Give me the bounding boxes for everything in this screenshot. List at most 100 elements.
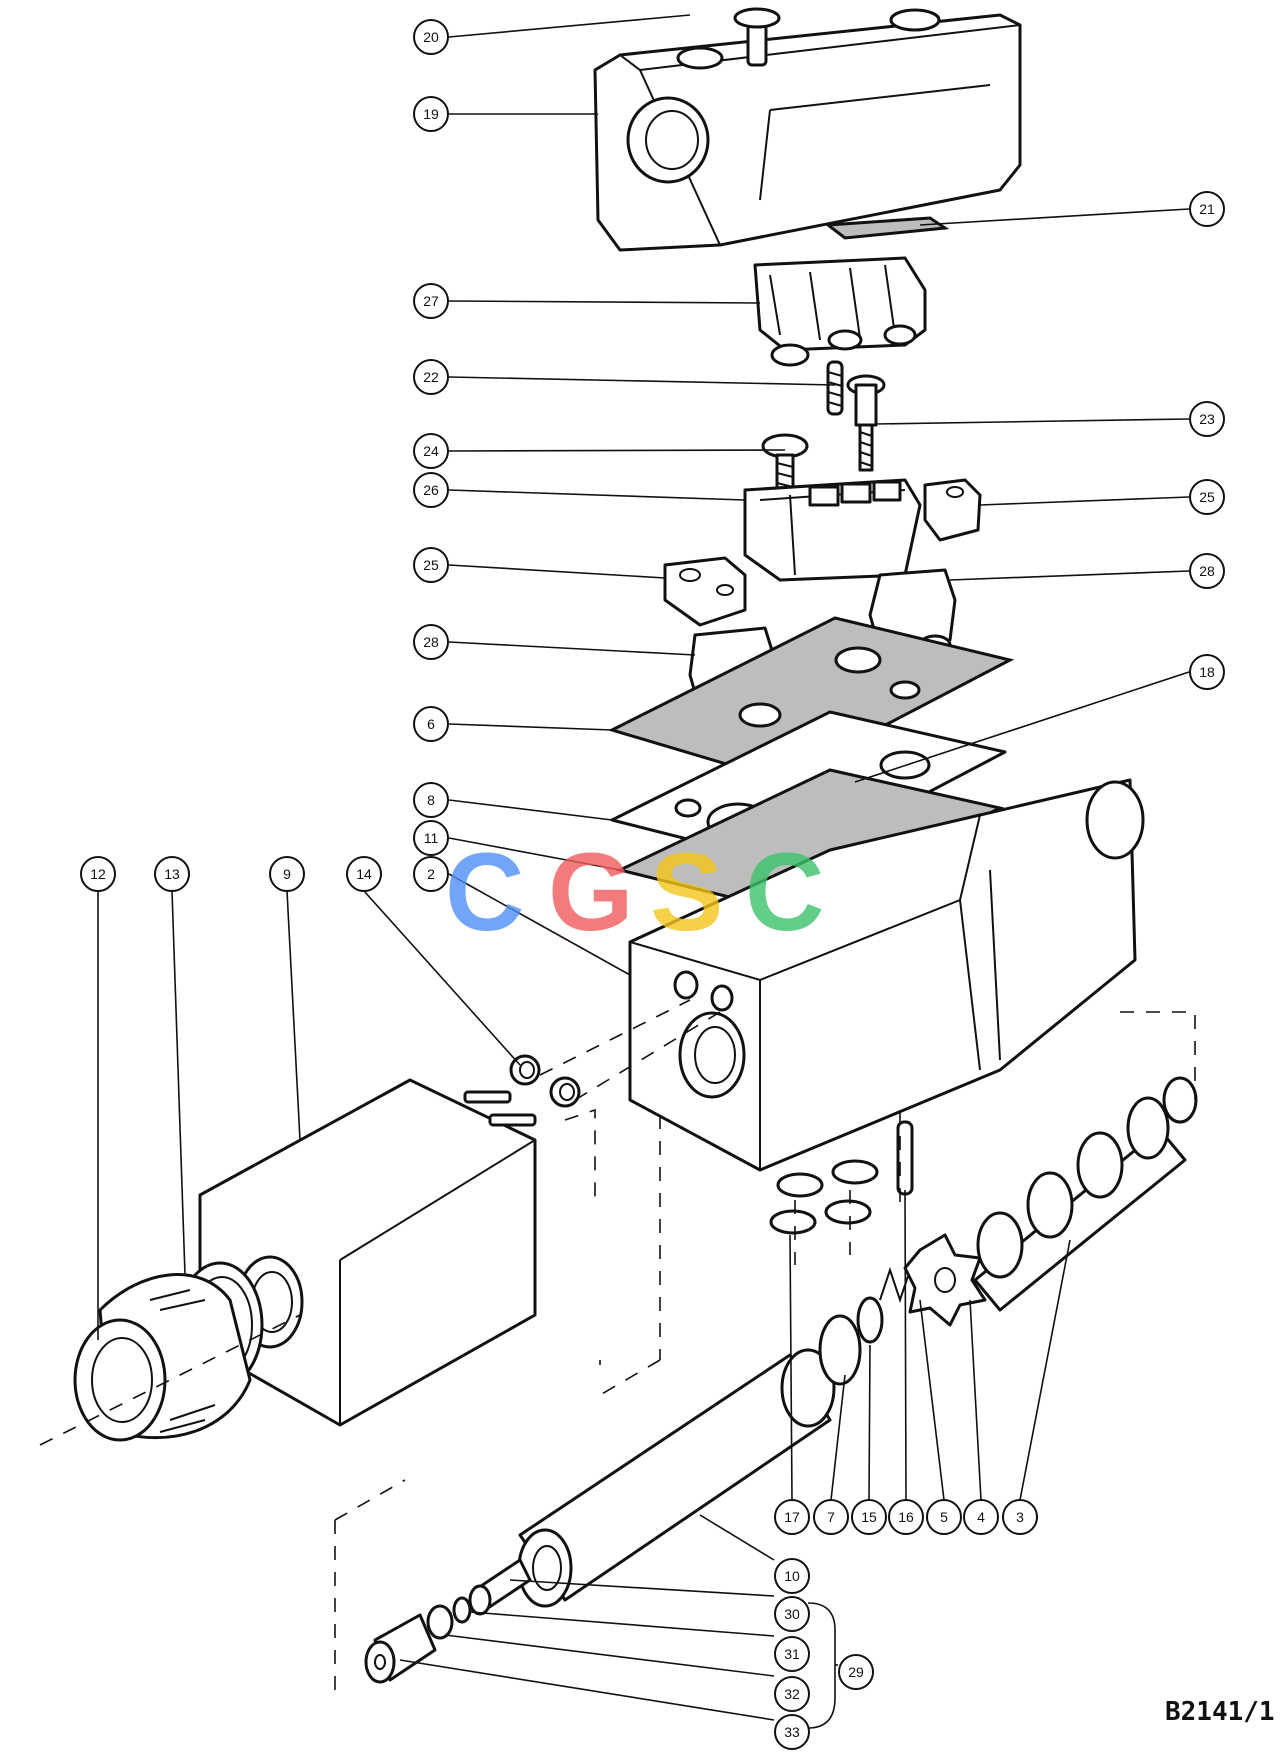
svg-text:12: 12: [90, 866, 106, 882]
part-solenoid-coil: [198, 1078, 537, 1427]
drawing-number: B2141/1: [1165, 1697, 1275, 1727]
callout-28-left: 28: [413, 624, 449, 660]
callout-20: 20: [413, 19, 449, 55]
svg-text:24: 24: [423, 443, 439, 459]
part-ring-15: [856, 1296, 884, 1344]
svg-text:25: 25: [423, 557, 439, 573]
part-stud-23: [846, 374, 886, 472]
callout-17: 17: [774, 1499, 810, 1535]
callout-4: 4: [963, 1499, 999, 1535]
svg-text:23: 23: [1199, 411, 1215, 427]
svg-text:4: 4: [977, 1509, 985, 1525]
watermark: C G S C: [445, 831, 824, 954]
svg-text:28: 28: [1199, 563, 1215, 579]
callout-5: 5: [926, 1499, 962, 1535]
watermark-letter-c2: C: [745, 831, 824, 954]
svg-text:20: 20: [423, 29, 439, 45]
svg-text:8: 8: [427, 792, 435, 808]
callout-30: 30: [774, 1596, 810, 1632]
part-clip-25-right: [923, 478, 982, 542]
callout-29: 29: [838, 1654, 874, 1690]
watermark-letter-c1: C: [445, 831, 524, 954]
leader-lines: [97, 14, 1190, 1729]
part-pilot-stem-30: [468, 1558, 532, 1616]
svg-text:11: 11: [424, 830, 439, 846]
callout-25-left: 25: [413, 547, 449, 583]
svg-text:31: 31: [784, 1646, 800, 1662]
watermark-letter-g: G: [548, 831, 634, 954]
svg-text:33: 33: [784, 1724, 800, 1740]
svg-text:25: 25: [1199, 489, 1215, 505]
callout-13: 13: [154, 856, 190, 892]
callout-15: 15: [851, 1499, 887, 1535]
callout-33: 33: [774, 1714, 810, 1750]
part-cover-housing: [593, 7, 1022, 252]
part-pin: [896, 1120, 914, 1196]
callout-12: 12: [80, 856, 116, 892]
part-ring-7: [818, 1314, 862, 1386]
callout-10: 10: [774, 1558, 810, 1594]
part-clip-25-left: [663, 556, 747, 627]
watermark-letter-s: S: [650, 831, 723, 954]
svg-text:30: 30: [784, 1606, 800, 1622]
svg-text:28: 28: [423, 634, 439, 650]
svg-text:7: 7: [827, 1509, 835, 1525]
center-lines: [39, 999, 1196, 1700]
svg-text:26: 26: [423, 482, 439, 498]
svg-text:5: 5: [940, 1509, 948, 1525]
part-o-rings-14: [509, 1054, 581, 1108]
callout-21: 21: [1189, 191, 1225, 227]
svg-text:15: 15: [861, 1509, 877, 1525]
svg-text:10: 10: [784, 1568, 800, 1584]
callout-6: 6: [413, 706, 449, 742]
callout-25-right: 25: [1189, 479, 1225, 515]
svg-text:32: 32: [784, 1686, 800, 1702]
callout-26: 26: [413, 472, 449, 508]
part-connector-block: [743, 478, 922, 582]
part-valve-body: [628, 778, 1145, 1172]
callout-11: 11: [413, 820, 449, 856]
part-knurled-nut: [73, 1273, 252, 1442]
callout-3: 3: [1002, 1499, 1038, 1535]
callout-16: 16: [888, 1499, 924, 1535]
callout-28-right: 28: [1189, 553, 1225, 589]
part-terminal-bracket: [753, 256, 927, 367]
svg-text:19: 19: [423, 106, 439, 122]
svg-text:3: 3: [1016, 1509, 1024, 1525]
svg-text:16: 16: [898, 1509, 914, 1525]
svg-text:27: 27: [423, 293, 439, 309]
callout-14: 14: [346, 856, 382, 892]
callout-23: 23: [1189, 401, 1225, 437]
svg-text:9: 9: [283, 866, 291, 882]
part-o-ring-32: [426, 1604, 454, 1640]
part-spool: [973, 1076, 1198, 1312]
part-label-plate: [823, 216, 950, 240]
part-star-washer: [903, 1233, 987, 1327]
svg-text:14: 14: [356, 866, 372, 882]
callout-19: 19: [413, 96, 449, 132]
svg-text:17: 17: [784, 1509, 800, 1525]
callout-22: 22: [413, 359, 449, 395]
part-washer-31: [452, 1596, 472, 1624]
callout-27: 27: [413, 283, 449, 319]
svg-text:13: 13: [164, 866, 180, 882]
callout-9: 9: [269, 856, 305, 892]
part-seat-33: [364, 1613, 437, 1684]
svg-text:22: 22: [423, 369, 439, 385]
part-o-rings-17: [769, 1159, 879, 1235]
svg-text:29: 29: [848, 1664, 864, 1680]
callout-8: 8: [413, 782, 449, 818]
callout-31: 31: [774, 1636, 810, 1672]
svg-text:18: 18: [1199, 664, 1215, 680]
svg-text:21: 21: [1199, 201, 1215, 217]
part-armature-tube: [517, 1348, 836, 1608]
callout-24: 24: [413, 433, 449, 469]
svg-text:2: 2: [427, 866, 435, 882]
callout-32: 32: [774, 1676, 810, 1712]
part-screw-22: [826, 360, 844, 416]
callout-18: 18: [1189, 654, 1225, 690]
svg-text:6: 6: [427, 716, 435, 732]
callout-7: 7: [813, 1499, 849, 1535]
callout-2: 2: [413, 856, 449, 892]
